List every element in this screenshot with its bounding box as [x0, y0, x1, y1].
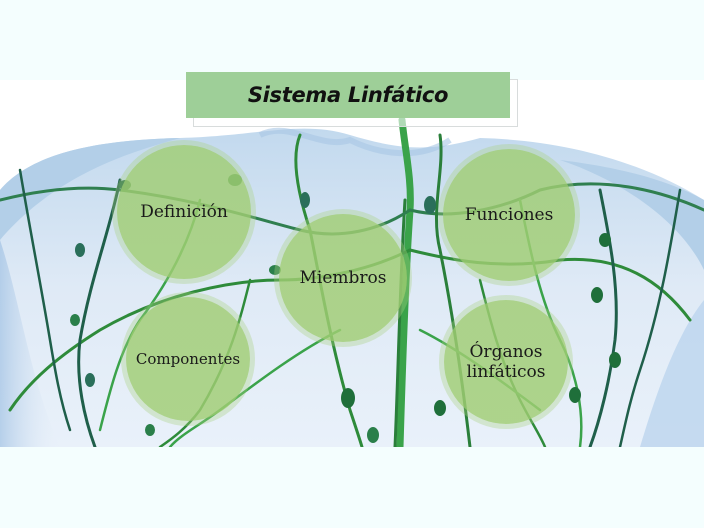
topic-bubble-miembros[interactable]: Miembros [279, 214, 407, 342]
topic-label-organos-line2: linfáticos [466, 362, 546, 382]
topic-label-funciones: Funciones [464, 204, 554, 225]
topic-label-organos-line1: Órganos [469, 341, 543, 362]
topic-bubble-organos-linfaticos[interactable]: Órganos linfáticos [444, 300, 568, 424]
topic-bubble-definicion[interactable]: Definición [117, 145, 251, 279]
topic-label-organos: Órganos linfáticos [467, 342, 546, 383]
topic-label-componentes: Componentes [135, 350, 241, 368]
topic-label-miembros: Miembros [299, 267, 387, 288]
title-banner[interactable]: Sistema Linfático [186, 72, 510, 118]
topic-bubble-componentes[interactable]: Componentes [126, 297, 250, 421]
slide-title: Sistema Linfático [247, 83, 449, 107]
topic-bubble-funciones[interactable]: Funciones [443, 149, 575, 281]
topic-label-definicion: Definición [140, 201, 228, 222]
